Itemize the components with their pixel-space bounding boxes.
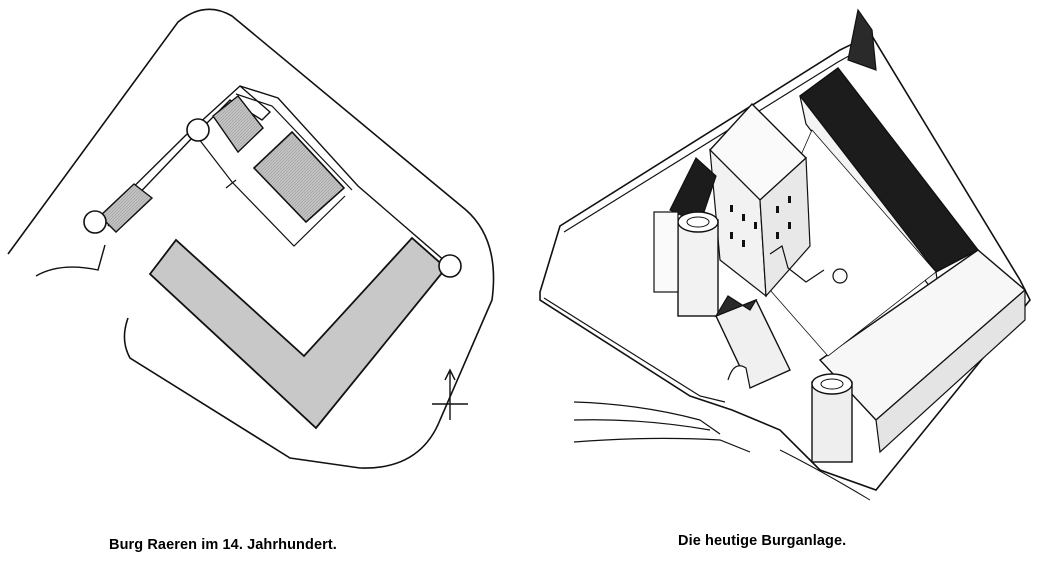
tower-northeast-roof — [847, 8, 877, 71]
right-caption: Die heutige Burganlage. — [678, 533, 847, 549]
inner-walls — [769, 245, 825, 283]
tower-north — [186, 118, 210, 142]
courtyard-wall — [194, 133, 346, 247]
keep-side-wall — [759, 156, 811, 298]
tower-west — [83, 210, 107, 234]
tower-south — [811, 381, 853, 463]
tower-east — [438, 254, 462, 278]
castle-floor-plan — [7, 8, 495, 469]
tower-south-inner — [820, 378, 844, 390]
gate-arch — [727, 365, 751, 389]
well — [832, 268, 848, 284]
west-building — [98, 183, 154, 233]
access-road — [573, 401, 751, 453]
east-building — [252, 130, 346, 224]
tower-west-inner — [686, 216, 710, 228]
floor-plan-panel: Burg Raeren im 14. Jahrhundert. — [7, 8, 495, 553]
keep-windows — [730, 196, 791, 247]
curtain-wall-east-inner — [235, 93, 353, 191]
lower-path — [779, 449, 871, 501]
l-shaped-wing — [148, 236, 448, 430]
gatehouse-roof — [714, 295, 758, 318]
courtyard-wall-inner — [225, 179, 237, 189]
castle-drawing-panel: Die heutige Burganlage. — [520, 0, 1038, 570]
left-caption: Burg Raeren im 14. Jahrhundert. — [109, 537, 337, 553]
north-arrow-icon — [432, 368, 468, 420]
tower-west-side — [653, 211, 679, 293]
north-building — [212, 95, 264, 154]
moat-inner-line — [35, 244, 106, 277]
southeast-wing-wall — [875, 288, 1026, 454]
castle-isometric-drawing — [539, 8, 1031, 501]
tower-west — [677, 219, 719, 317]
moat-outline — [7, 8, 495, 469]
